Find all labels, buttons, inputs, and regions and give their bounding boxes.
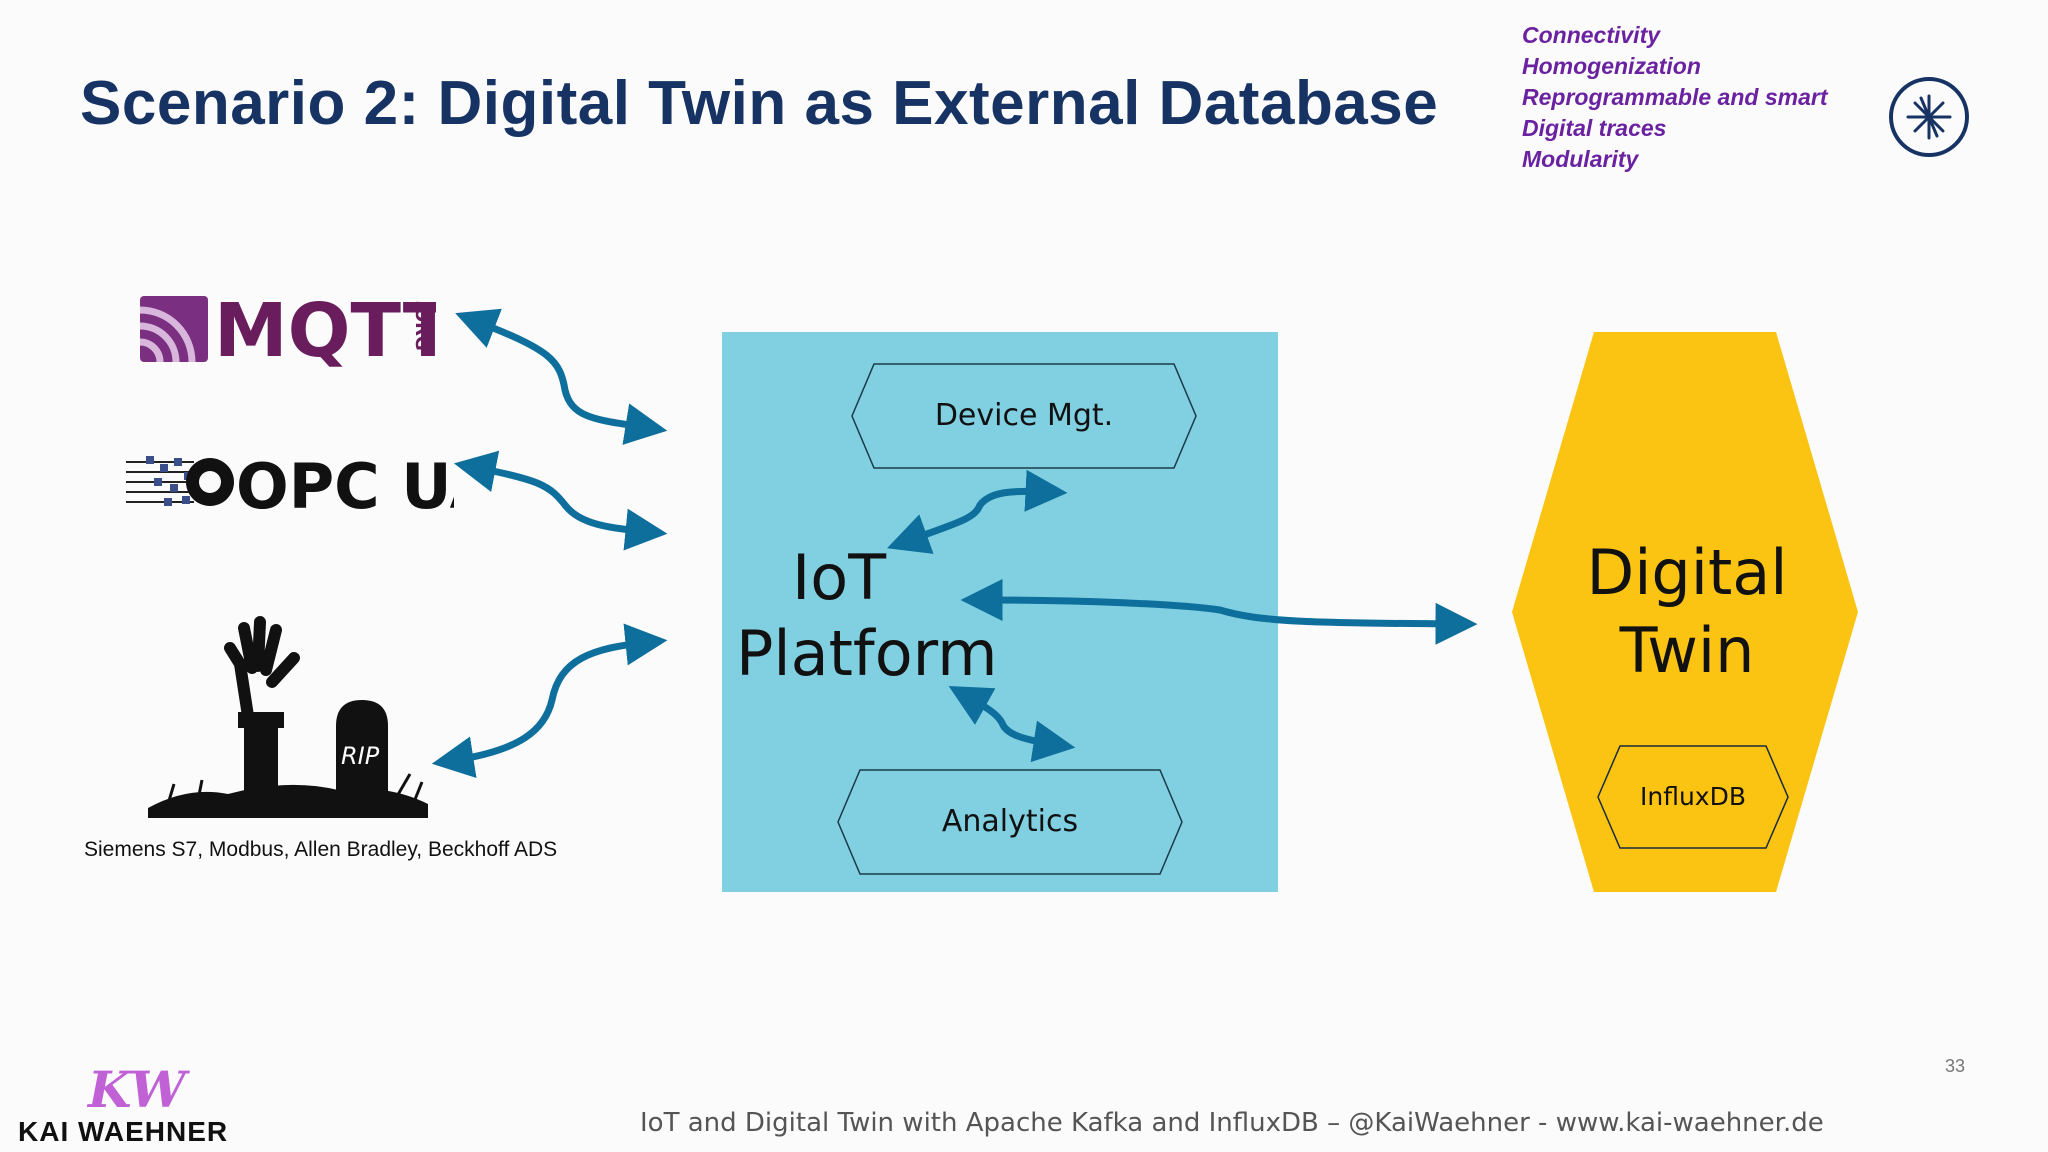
- principles-list: Connectivity Homogenization Reprogrammab…: [1522, 20, 1827, 175]
- footer-text: IoT and Digital Twin with Apache Kafka a…: [640, 1108, 1824, 1138]
- influxdb-label: InfluxDB: [1639, 782, 1746, 811]
- influxdb-hexagon: [1597, 745, 1789, 849]
- legacy-arrow: [431, 623, 668, 779]
- mqtt-suffix: .ORG: [411, 300, 432, 351]
- analytics-label: Analytics: [941, 804, 1079, 839]
- opcua-logo: OPC UA: [126, 450, 454, 518]
- mqtt-arrow: [455, 308, 668, 445]
- mqtt-text: MQTT: [214, 290, 436, 370]
- principle-item: Reprogrammable and smart: [1522, 84, 1828, 110]
- device-mgmt-hexagon: [851, 363, 1197, 469]
- principle-item: Modularity: [1522, 146, 1639, 172]
- legacy-graveyard-icon: RIP: [148, 616, 428, 818]
- principle-item: Connectivity: [1522, 22, 1661, 48]
- iot-platform-line1: IoT: [792, 541, 887, 614]
- principle-item: Digital traces: [1522, 115, 1667, 141]
- legacy-protocols-caption: Siemens S7, Modbus, Allen Bradley, Beckh…: [84, 838, 558, 861]
- digital-twin-label: Digital Twin: [1512, 534, 1862, 690]
- opcua-text: OPC UA: [236, 450, 454, 518]
- page-number: 33: [1945, 1056, 1966, 1076]
- principle-item: Homogenization: [1522, 53, 1701, 79]
- mqtt-logo: MQTT .ORG: [139, 290, 436, 370]
- author-name: KAI WAEHNER: [18, 1116, 229, 1147]
- device-mgmt-label: Device Mgt.: [934, 398, 1114, 433]
- analytics-arrow: [948, 686, 1076, 763]
- digital-twin-arrow: [960, 579, 1478, 645]
- company-logo-icon: [1889, 77, 1969, 157]
- kw-monogram-logo: KW: [88, 1060, 186, 1119]
- tombstone-text: RIP: [341, 742, 380, 770]
- digital-twin-line1: Digital: [1586, 536, 1788, 609]
- digital-twin-hexagon: [1512, 332, 1858, 892]
- iot-platform-label: IoT Platform: [730, 540, 1056, 692]
- device-mgmt-arrow: [886, 469, 1068, 554]
- analytics-hexagon: [837, 769, 1183, 875]
- iot-platform-line2: Platform: [736, 617, 998, 690]
- digital-twin-line2: Twin: [1619, 614, 1755, 687]
- slide-title: Scenario 2: Digital Twin as External Dat…: [80, 69, 1439, 138]
- opcua-arrow: [453, 450, 668, 551]
